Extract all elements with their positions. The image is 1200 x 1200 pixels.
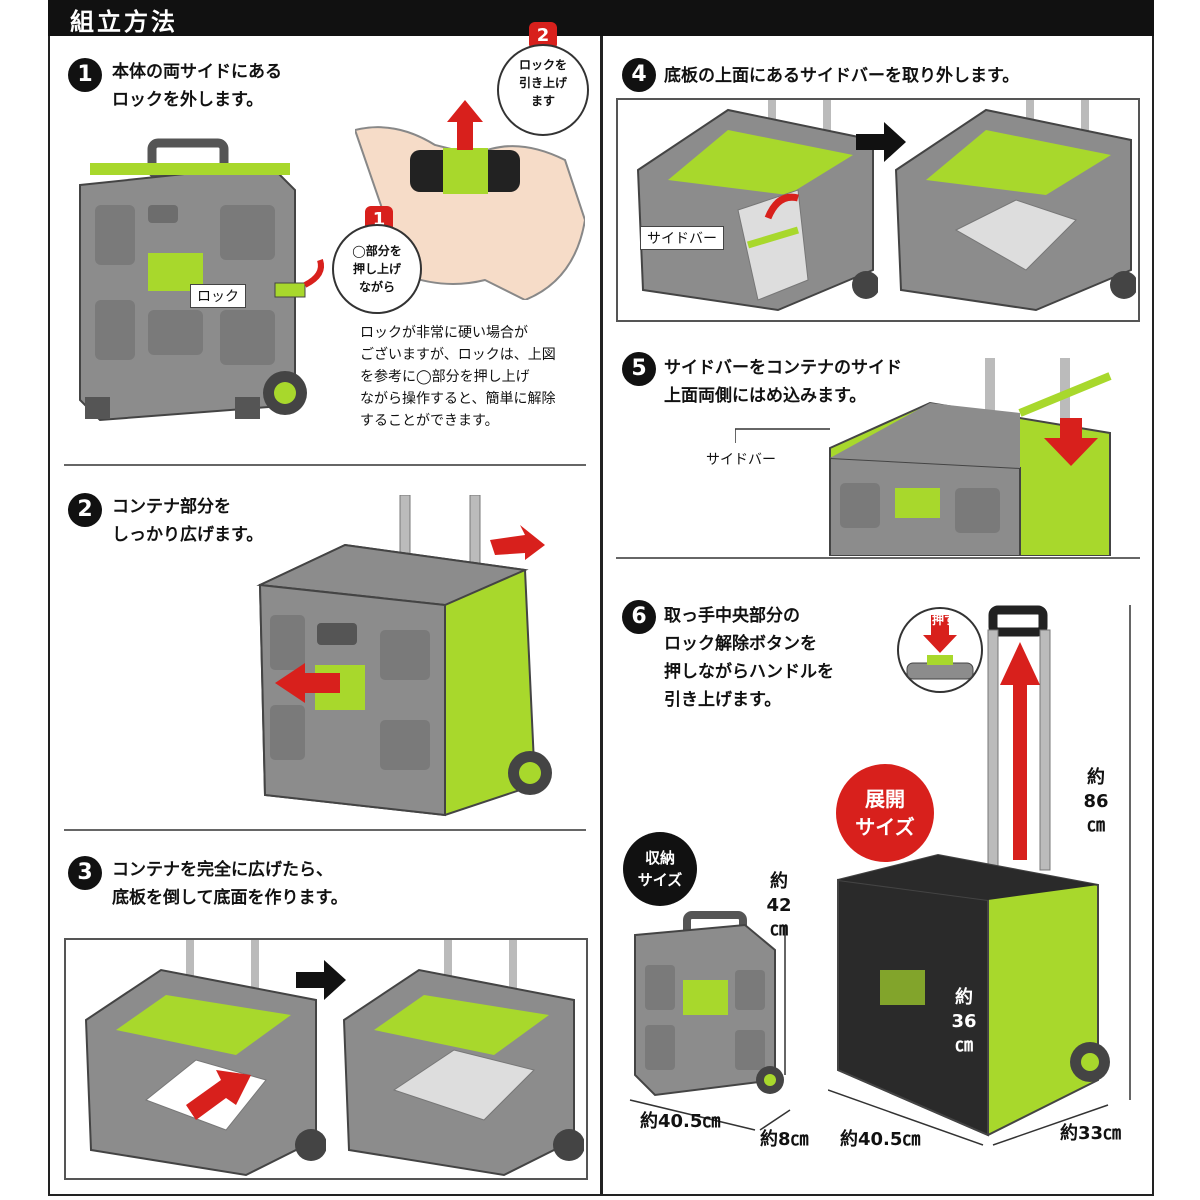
sidebar-leader-line [735,428,830,443]
step-4-number: 4 [622,58,656,92]
handle-button-zoom [897,607,983,693]
expanded-depth-dimension: 約33㎝ [1060,1123,1122,1144]
sidebar-label: サイドバー [640,226,724,250]
step-divider [64,829,586,831]
step-3-number: 3 [68,856,102,890]
callout-2-text: ロックを 引き上げ ます [497,44,589,136]
header-bar [48,0,1154,36]
push-label: 押す [932,613,957,627]
step-divider [64,464,586,466]
step-1-text: 本体の両サイドにある ロックを外します。 [112,62,282,110]
column-divider [600,36,603,1196]
expanding-cart-illustration [256,495,552,817]
stored-height-dimension: 約 42 ㎝ [766,871,792,940]
stored-size-badge: 収納 サイズ [623,832,697,906]
expanded-box-height-dimension: 約 36 ㎝ [951,987,977,1056]
stored-cart-illustration [629,911,791,1131]
lock-label: ロック [190,284,246,308]
callout-1-text: ◯部分を 押し上げ ながら [332,224,422,314]
step-6-number: 6 [622,600,656,634]
arrow-right-icon [856,122,906,162]
step-1-number: 1 [68,58,102,92]
expanded-total-height-dimension: 約 86 ㎝ [1083,767,1109,836]
step-4-text: 底板の上面にあるサイドバーを取り外します。 [664,66,1020,86]
step-2-text: コンテナ部分を しっかり広げます。 [112,497,264,545]
stored-depth-dimension: 約8㎝ [760,1129,809,1150]
step-3-panel [64,938,588,1180]
step-4-panel [616,98,1140,322]
step-divider [616,557,1140,559]
page-title: 組立方法 [70,8,178,36]
step-5-text: サイドバーをコンテナのサイド 上面両側にはめ込みます。 [664,358,902,406]
folded-cart-illustration [79,138,324,422]
step-5-number: 5 [622,352,656,386]
stored-width-dimension: 約40.5㎝ [640,1111,721,1132]
step-1-note: ロックが非常に硬い場合が ございますが、ロックは、上図 を参考に◯部分を押し上げ… [360,325,556,429]
sidebar-label: サイドバー [706,452,776,468]
step-3-text: コンテナを完全に広げたら、 底板を倒して底面を作ります。 [112,860,348,908]
arrow-right-icon [296,960,346,1000]
sidebar-removal-after [894,100,1136,312]
expanded-cart-illustration [828,605,1131,1146]
expanded-size-badge: 展開 サイズ [836,764,934,862]
cart-bottom-after [342,940,584,1177]
cart-bottom-before [84,940,326,1177]
sidebar-insert-illustration [829,358,1112,556]
expanded-width-dimension: 約40.5㎝ [840,1129,921,1150]
step-6-text: 取っ手中央部分の ロック解除ボタンを 押しながらハンドルを 引き上げます。 [664,606,834,710]
step-2-number: 2 [68,493,102,527]
sidebar-removal-before [636,100,878,312]
